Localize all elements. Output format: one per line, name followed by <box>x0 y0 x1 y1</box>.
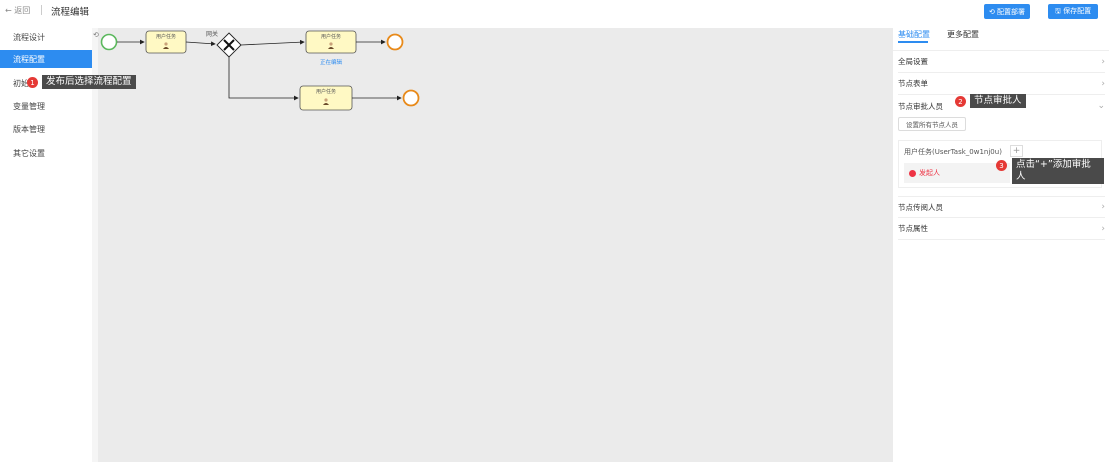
chevron-right-icon: › <box>1101 202 1105 212</box>
tip-badge-3: 3 <box>996 160 1007 171</box>
sidebar-item-label: 流程设计 <box>13 32 45 42</box>
sidebar-item-label: 变量管理 <box>13 101 45 111</box>
page-title: 流程编辑 <box>51 7 90 18</box>
task-label: 用户任务 <box>321 33 341 40</box>
sidebar-item-init[interactable]: 初始化 <box>0 74 92 92</box>
editing-label: 正在编辑 <box>320 58 343 66</box>
sidebar-divider <box>92 28 98 462</box>
task-label: 用户任务 <box>316 88 336 95</box>
assignee-item[interactable]: 发起人 <box>904 163 1010 183</box>
set-all-nodes-button[interactable]: 设置所有节点人员 <box>898 117 966 131</box>
section-label: 节点表单 <box>898 79 928 88</box>
tip-callout-2: 节点审批人 <box>970 94 1026 108</box>
tip-badge-1: 1 <box>27 77 38 88</box>
active-tab-indicator <box>898 41 928 43</box>
section-label: 节点属性 <box>898 224 928 233</box>
header-divider <box>41 5 42 15</box>
assignee-label: 发起人 <box>919 169 940 177</box>
end-event[interactable] <box>386 33 404 51</box>
tab-more-config[interactable]: 更多配置 <box>947 30 979 39</box>
chevron-right-icon: › <box>1101 223 1105 234</box>
user-icon <box>163 42 169 49</box>
sidebar-item-variables[interactable]: 变量管理 <box>0 97 92 115</box>
chevron-down-icon: ⌄ <box>1097 101 1105 111</box>
tab-basic-config[interactable]: 基础配置 <box>898 30 930 39</box>
approver-box: 用户任务(UserTask_0w1nj0u) + 发起人 <box>898 140 1102 188</box>
tab-divider <box>893 50 1109 51</box>
section-label: 全局设置 <box>898 57 928 66</box>
exclusive-gateway[interactable] <box>216 32 242 58</box>
sidebar-item-label: 流程配置 <box>13 54 45 64</box>
section-label: 节点审批人员 <box>898 101 943 111</box>
chevron-right-icon: › <box>1101 78 1105 89</box>
save-config-button[interactable]: 🖫 保存配置 <box>1048 4 1098 19</box>
start-event[interactable] <box>100 33 118 51</box>
section-node-form[interactable]: 节点表单 › <box>898 73 1105 95</box>
back-link[interactable]: ← 返回 <box>5 6 31 15</box>
user-task-1[interactable]: 用户任务 <box>145 30 187 54</box>
gateway-label: 网关 <box>206 30 218 38</box>
section-label: 节点传阅人员 <box>898 202 943 212</box>
sidebar-item-process-config[interactable]: 流程配置 <box>0 50 92 68</box>
sequence-flow[interactable] <box>228 57 299 101</box>
refresh-icon[interactable]: ⟲ <box>93 31 99 39</box>
chevron-right-icon: › <box>1101 56 1105 67</box>
sidebar-item-process-design[interactable]: 流程设计 <box>0 28 92 46</box>
section-node-cc[interactable]: 节点传阅人员 › <box>898 196 1105 218</box>
config-panel: 基础配置 更多配置 全局设置 › 节点表单 › 节点审批人员 ⌄ 设置所有节点人… <box>893 22 1109 462</box>
top-bar: ← 返回 流程编辑 ⟲ 配置部署 🖫 保存配置 <box>0 0 1109 22</box>
user-icon <box>328 42 334 49</box>
bpmn-canvas[interactable] <box>98 28 893 462</box>
bpmn-diagram: ⟲ 用户任务 网关 用户任务 正在编辑 用户任务 <box>93 30 420 111</box>
sidebar-item-versions[interactable]: 版本管理 <box>0 120 92 138</box>
sidebar: 流程设计 流程配置 初始化 变量管理 版本管理 其它设置 <box>0 28 92 462</box>
sequence-flow[interactable] <box>185 41 216 47</box>
end-event[interactable] <box>402 89 420 107</box>
add-approver-button[interactable]: + <box>1010 145 1023 157</box>
sidebar-item-label: 初始化 <box>13 78 37 88</box>
sidebar-item-label: 其它设置 <box>13 148 45 158</box>
sidebar-item-label: 版本管理 <box>13 124 45 134</box>
sidebar-item-other[interactable]: 其它设置 <box>0 144 92 162</box>
tip-callout-1: 发布后选择流程配置 <box>42 75 136 89</box>
error-icon <box>909 169 916 177</box>
user-icon <box>323 98 329 105</box>
tip-callout-3: 点击“+”添加审批人 <box>1012 158 1104 184</box>
user-task-2[interactable]: 用户任务 <box>305 30 357 54</box>
tip-badge-2: 2 <box>955 96 966 107</box>
task-name: 用户任务(UserTask_0w1nj0u) <box>904 148 1002 156</box>
deploy-config-button[interactable]: ⟲ 配置部署 <box>984 4 1030 19</box>
user-task-3[interactable]: 用户任务 <box>299 85 353 111</box>
section-node-approvers[interactable]: 节点审批人员 ⌄ <box>898 95 1105 117</box>
sequence-flow[interactable] <box>240 39 305 46</box>
section-node-props[interactable]: 节点属性 › <box>898 218 1105 240</box>
task-label: 用户任务 <box>156 33 176 40</box>
section-global-settings[interactable]: 全局设置 › <box>898 51 1105 73</box>
